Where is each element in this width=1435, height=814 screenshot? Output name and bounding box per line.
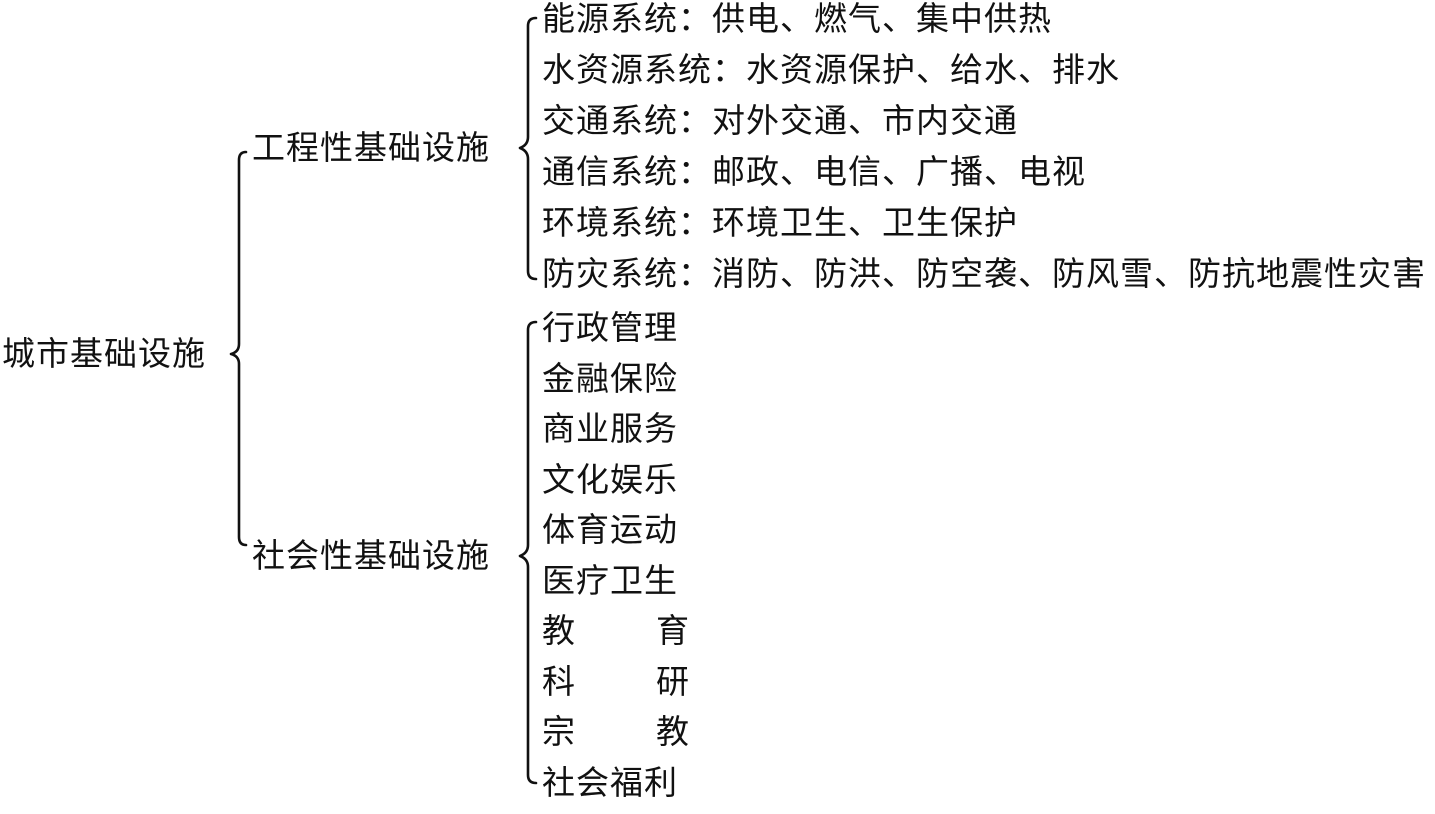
list-item: 科研 <box>542 663 690 714</box>
branch-label-social: 社会性基础设施 <box>252 537 490 575</box>
list-item: 商业服务 <box>542 410 690 461</box>
list-item: 水资源系统：水资源保护、给水、排水 <box>542 51 1426 102</box>
list-item: 能源系统：供电、燃气、集中供热 <box>542 0 1426 51</box>
list-item: 行政管理 <box>542 309 690 360</box>
list-item: 医疗卫生 <box>542 562 690 613</box>
list-item: 教育 <box>542 612 690 663</box>
list-item: 防灾系统：消防、防洪、防空袭、防风雪、防抗地震性灾害 <box>542 255 1426 306</box>
list-item: 通信系统：邮政、电信、广播、电视 <box>542 153 1426 204</box>
list-item: 宗教 <box>542 713 690 764</box>
engineering-items: 能源系统：供电、燃气、集中供热 水资源系统：水资源保护、给水、排水 交通系统：对… <box>542 0 1426 306</box>
list-item: 社会福利 <box>542 764 690 814</box>
list-item: 体育运动 <box>542 511 690 562</box>
list-item: 交通系统：对外交通、市内交通 <box>542 102 1426 153</box>
root-label: 城市基础设施 <box>2 335 206 373</box>
branch-label-engineering: 工程性基础设施 <box>252 129 490 167</box>
list-item: 金融保险 <box>542 360 690 411</box>
list-item: 环境系统：环境卫生、卫生保护 <box>542 204 1426 255</box>
engineering-brace <box>520 18 536 279</box>
root-brace <box>231 152 246 545</box>
social-brace <box>520 322 536 783</box>
social-items: 行政管理 金融保险 商业服务 文化娱乐 体育运动 医疗卫生 教育 科研 宗教 社… <box>542 309 690 814</box>
list-item: 文化娱乐 <box>542 461 690 512</box>
